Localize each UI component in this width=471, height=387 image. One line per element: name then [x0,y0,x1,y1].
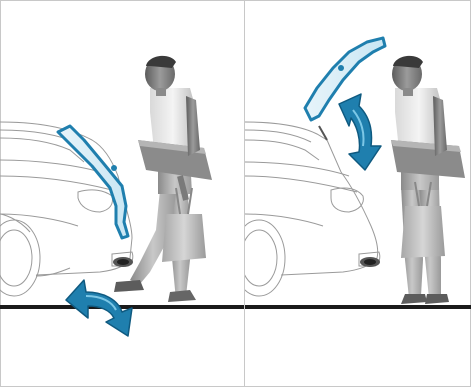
ground-line [0,305,244,309]
panel-tailgate-opened-illustration [245,0,471,387]
panel-kick-gesture [0,0,244,387]
car-rear-line-art [0,122,133,296]
ground-line [245,305,471,309]
person-standing [391,56,465,304]
double-vertical-arrow-icon [339,94,381,170]
panel-tailgate-opened [245,0,471,387]
panel-kick-gesture-illustration [0,0,244,387]
tailgate-lid-highlight [58,126,128,238]
exhaust-pipe [113,257,133,267]
exhaust-pipe [360,257,380,267]
